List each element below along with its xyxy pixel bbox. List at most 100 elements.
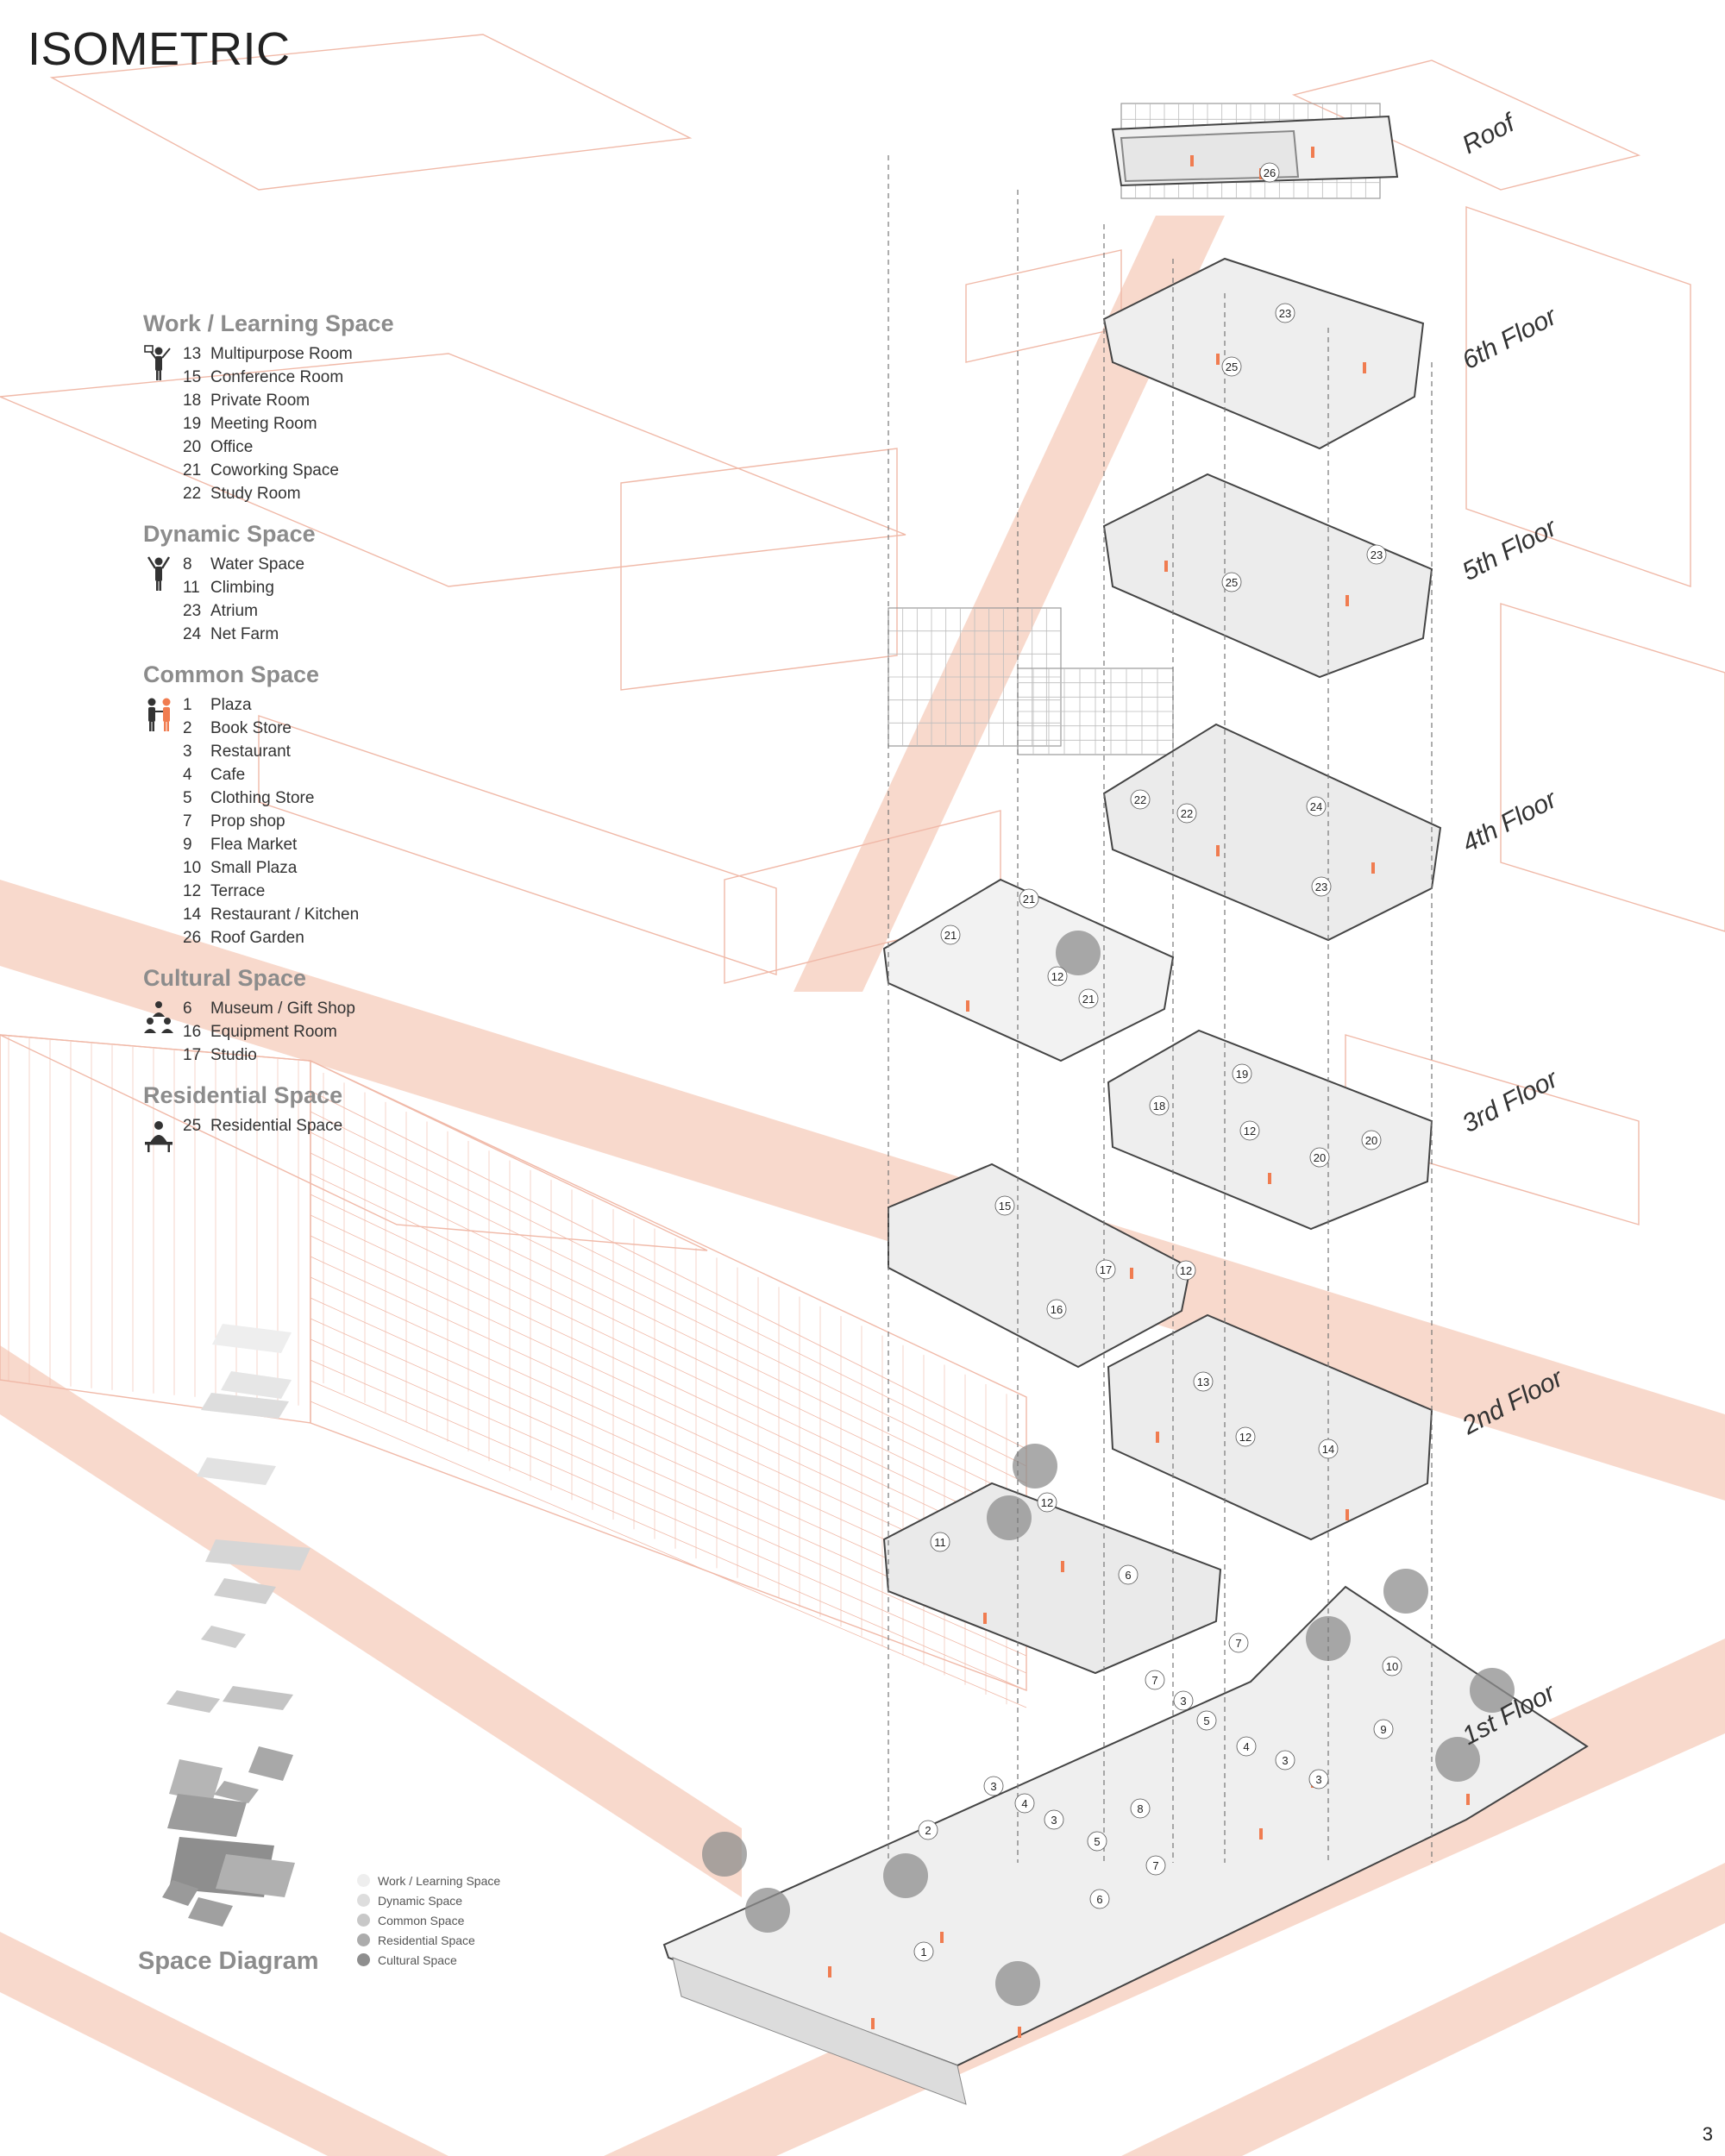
room-tag-circle: [918, 1820, 938, 1840]
person-figure: [983, 1613, 987, 1624]
tree: [995, 1961, 1040, 2006]
room-number: 23: [1371, 548, 1383, 561]
diagram-block: [166, 1690, 220, 1713]
room-number: 6: [1125, 1569, 1131, 1582]
room-tag-circle: [1095, 1259, 1116, 1280]
room-number: 12: [1244, 1125, 1256, 1138]
facade-line: [310, 1380, 1027, 1691]
room-tag-circle: [1228, 1633, 1249, 1653]
person-at-desk-icon: [143, 1115, 174, 1153]
diagram-block: [214, 1781, 259, 1803]
two-people-icon: [143, 694, 174, 732]
room-number: 8: [1137, 1802, 1143, 1815]
room-number: 7: [1235, 1637, 1241, 1650]
room-number: 6: [1096, 1893, 1102, 1906]
room-number: 23: [1315, 881, 1327, 893]
person-figure: [1216, 354, 1220, 365]
room-tag-circle: [1037, 1492, 1057, 1513]
facade-line: [310, 1131, 1027, 1484]
room-tag-circle: [1145, 1855, 1166, 1876]
diagram-block: [214, 1578, 276, 1604]
sd-legend-item: Cultural Space: [357, 1951, 500, 1971]
floor-plate: [1102, 723, 1442, 942]
sd-legend-item: Dynamic Space: [357, 1891, 500, 1911]
legend-swatch: [357, 1874, 370, 1887]
room-number: 15: [999, 1200, 1011, 1213]
context-building: [0, 353, 906, 587]
diagram-block: [212, 1324, 292, 1353]
person-figure: [966, 1000, 969, 1012]
person-figure: [1371, 862, 1375, 874]
room-number: 21: [1023, 893, 1035, 906]
person-figure: [1018, 2027, 1021, 2038]
room-tag-circle: [1046, 1299, 1067, 1319]
legend-heading: Residential Space: [143, 1082, 343, 1108]
room-tag-circle: [1308, 1769, 1329, 1789]
diagram-block: [162, 1880, 198, 1906]
floor-plate: [1107, 1029, 1433, 1231]
facade-line: [310, 1152, 1027, 1501]
context-road: [794, 216, 1225, 992]
room-number: 26: [1264, 166, 1276, 179]
room-tag-circle: [1366, 544, 1387, 565]
person-figure: [940, 1932, 944, 1943]
context-road: [0, 1932, 448, 2156]
room-number: 3: [1315, 1773, 1321, 1786]
legend-heading: Dynamic Space: [143, 521, 316, 547]
legend-heading: Cultural Space: [143, 965, 307, 991]
room-tag-circle: [1309, 1147, 1330, 1168]
room-number: 20: [1314, 1151, 1326, 1164]
room-number: 3: [1180, 1695, 1186, 1708]
room-tag-circle: [1089, 1889, 1110, 1909]
context-road: [1121, 1863, 1725, 2156]
room-number: 3: [1282, 1754, 1288, 1767]
person-figure: [1156, 1432, 1159, 1443]
room-tag-circle: [1311, 876, 1332, 897]
facade-line: [310, 1173, 1027, 1519]
diagram-block: [201, 1393, 289, 1419]
tree: [1013, 1444, 1057, 1489]
room-number: 25: [1226, 576, 1238, 589]
person-figure: [828, 1966, 831, 1977]
facade-line: [310, 1235, 1027, 1570]
room-tag-circle: [1275, 303, 1295, 323]
tree: [1056, 931, 1101, 975]
facade-line: [310, 1214, 1027, 1553]
room-tag-circle: [1087, 1831, 1107, 1852]
room-number: 4: [1021, 1797, 1027, 1810]
facade-line: [310, 1359, 1027, 1674]
tree: [883, 1853, 928, 1898]
room-tag-circle: [1318, 1438, 1339, 1459]
group-audience-icon: [143, 998, 174, 1036]
page-title: ISOMETRIC: [28, 23, 291, 75]
person-figure: [1363, 362, 1366, 373]
exploded-floor-plates: [662, 115, 1589, 2105]
room-tag-circle: [1232, 1063, 1252, 1084]
room-tag-circle: [940, 924, 961, 945]
sd-legend-item: Residential Space: [357, 1931, 500, 1951]
legend-swatch: [357, 1894, 370, 1907]
context-road: [0, 880, 1725, 1501]
legend-heading: Work / Learning Space: [143, 310, 394, 336]
room-number: 13: [1197, 1376, 1209, 1388]
person-figure: [1346, 595, 1349, 606]
facade-line: [310, 1401, 1027, 1708]
facade-line: [310, 1111, 1027, 1467]
room-tag-circle: [1259, 162, 1280, 183]
diagram-block: [188, 1897, 233, 1927]
person-figure: [1164, 561, 1168, 572]
